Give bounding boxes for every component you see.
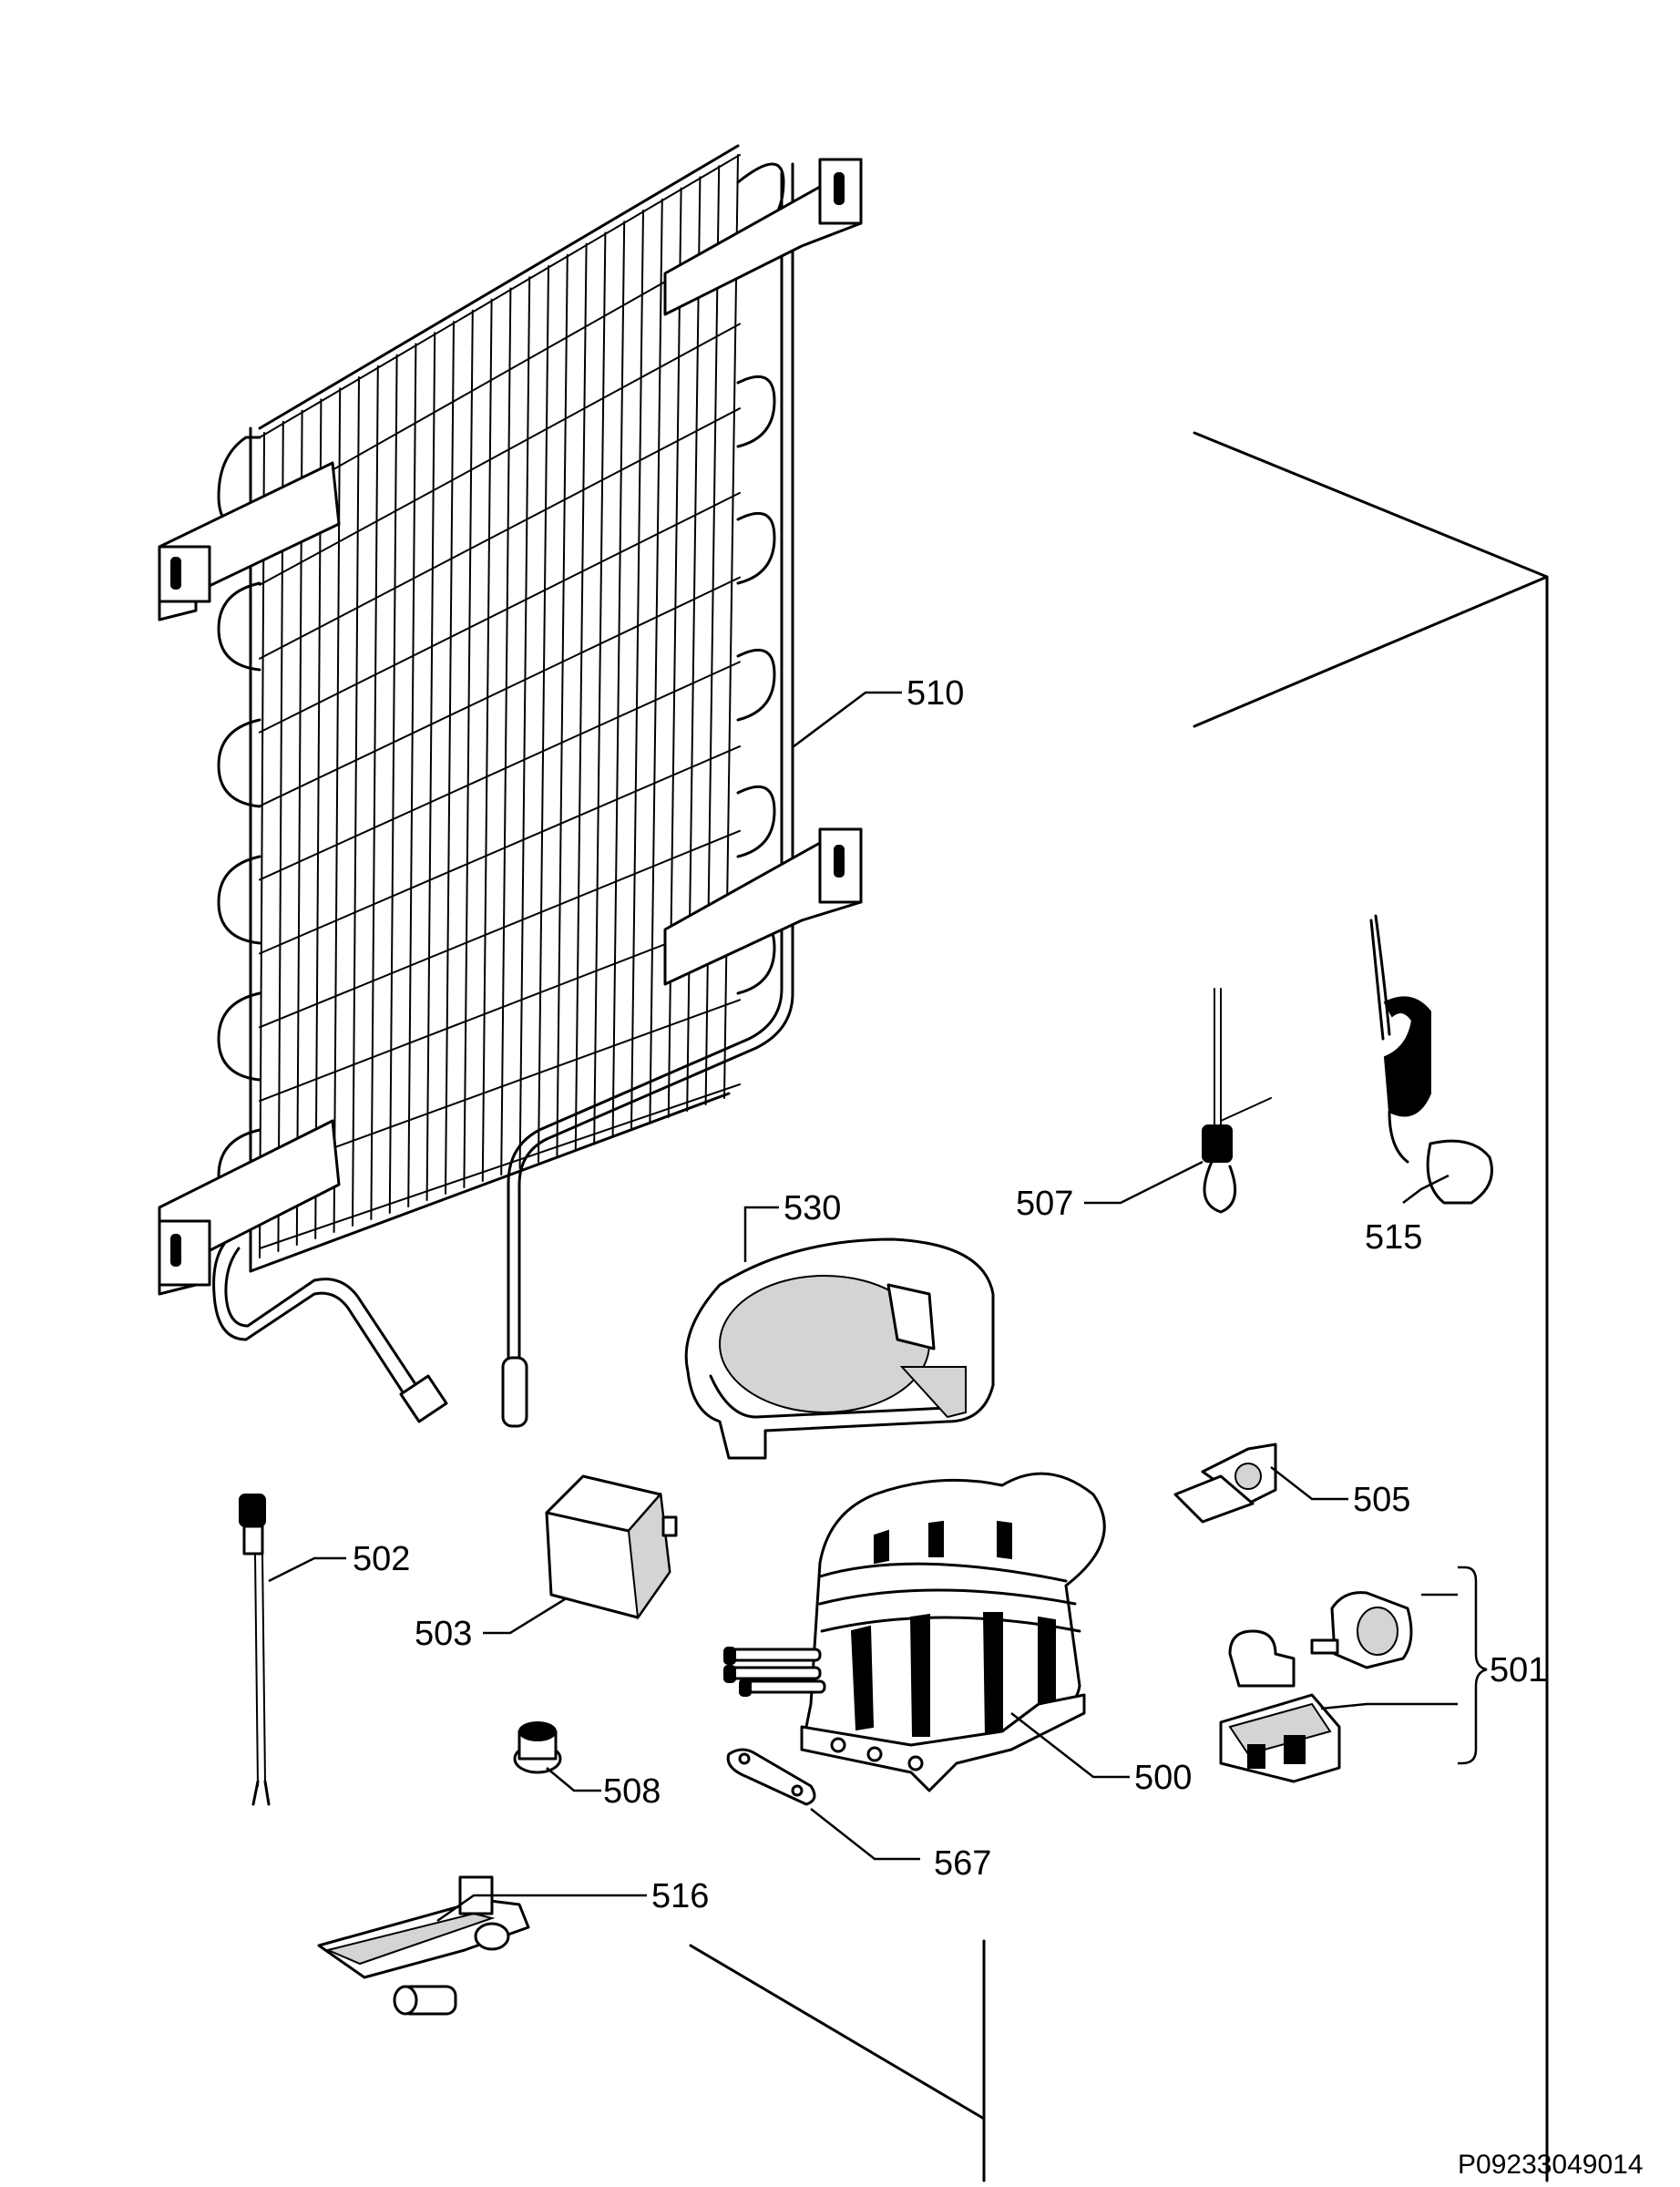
condenser-wire: [518, 276, 531, 1169]
condenser-wire: [259, 432, 265, 1258]
leader-507: [1084, 1160, 1204, 1205]
plate-567-part: [726, 1748, 816, 1806]
leader-503: [483, 1597, 566, 1635]
condenser-wire: [649, 198, 663, 1124]
label-503: 503: [415, 1615, 472, 1653]
condenser-part: [212, 144, 794, 1428]
condenser-wire: [295, 409, 303, 1246]
leader-510: [792, 691, 902, 748]
condenser-crosswire: [259, 576, 741, 807]
label-515: 515: [1365, 1218, 1422, 1257]
condenser-wire: [611, 221, 626, 1137]
sensor-507-part: [1202, 988, 1272, 1214]
grommet-508-part: [513, 1721, 562, 1774]
label-516: 516: [651, 1877, 709, 1915]
condenser-crosswire: [259, 745, 741, 955]
drawing-code: P09233049014: [1458, 2150, 1644, 2180]
leader-505: [1270, 1466, 1348, 1501]
condenser-wire: [538, 265, 549, 1163]
leader-500: [1010, 1712, 1130, 1779]
condenser-crosswire: [259, 407, 741, 660]
condenser-wire: [314, 398, 323, 1239]
label-567: 567: [934, 1844, 991, 1883]
bracket-505-part: [1173, 1443, 1277, 1524]
leader-515: [1402, 1174, 1450, 1204]
label-500: 500: [1134, 1759, 1192, 1797]
compressor-tray-part: [684, 1237, 995, 1460]
condenser-crosswire: [259, 999, 741, 1176]
condenser-wire: [593, 231, 607, 1144]
condenser-crosswire: [259, 323, 741, 586]
condenser-crosswire: [259, 1083, 741, 1249]
label-501: 501: [1490, 1651, 1547, 1689]
condenser-wire: [407, 343, 417, 1207]
clamp-516-part: [317, 1875, 530, 2016]
condenser-wire: [277, 420, 284, 1252]
condenser-wire: [630, 210, 644, 1131]
cabinet-outline: [689, 431, 1549, 2182]
label-530: 530: [784, 1189, 841, 1227]
condenser-wire: [352, 376, 360, 1227]
leader-530: [743, 1206, 779, 1262]
label-505: 505: [1353, 1481, 1410, 1519]
condenser-crosswire: [259, 154, 741, 438]
condenser-wire: [500, 287, 512, 1176]
condenser-wire: [333, 387, 342, 1233]
condenser-wire: [556, 253, 569, 1156]
condenser-wire: [481, 298, 493, 1182]
label-502: 502: [353, 1540, 410, 1578]
condenser-brackets: [158, 158, 863, 1296]
condenser-wire: [574, 242, 588, 1150]
label-510: 510: [907, 674, 964, 713]
cable-502-part: [239, 1494, 271, 1806]
condenser-crosswire: [259, 491, 741, 734]
leader-508: [546, 1767, 601, 1792]
condenser-wire: [425, 332, 436, 1201]
condenser-wire: [445, 321, 455, 1195]
compressor-500-part: [723, 1472, 1106, 1792]
label-508: 508: [603, 1772, 661, 1811]
condenser-crosswire: [259, 829, 741, 1029]
capacitor-503-part: [545, 1474, 678, 1620]
leader-567: [810, 1808, 920, 1861]
condenser-wire: [388, 354, 398, 1214]
power-cord-515-part: [1369, 914, 1493, 1205]
leader-502: [268, 1556, 346, 1583]
group-bracket-501: [1320, 1566, 1488, 1765]
condenser-wire: [370, 364, 379, 1220]
condenser-crosswire: [259, 914, 741, 1103]
label-507: 507: [1016, 1185, 1073, 1223]
condenser-crosswire: [259, 238, 741, 512]
condenser-wire: [463, 309, 474, 1188]
condenser-wire-grid: [259, 154, 741, 1258]
relay-assembly-501-part: [1219, 1591, 1413, 1783]
condenser-crosswire: [259, 661, 741, 881]
leader-516: [436, 1894, 647, 1923]
